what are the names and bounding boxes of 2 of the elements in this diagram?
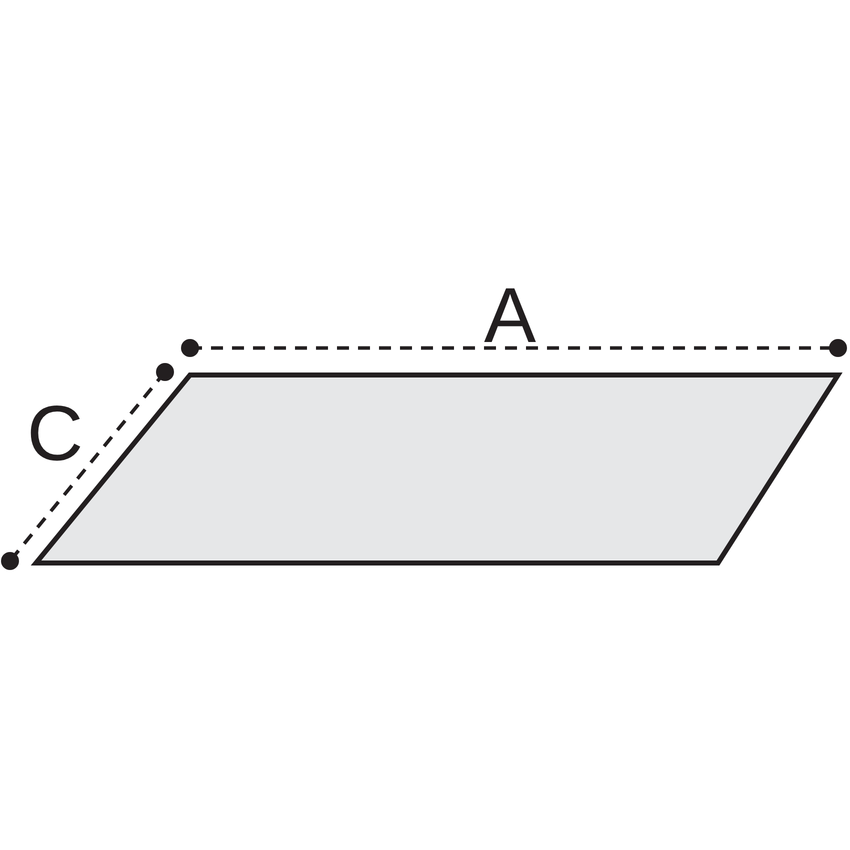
dimension-label: A	[484, 276, 536, 354]
dimension-label: C	[26, 394, 84, 472]
